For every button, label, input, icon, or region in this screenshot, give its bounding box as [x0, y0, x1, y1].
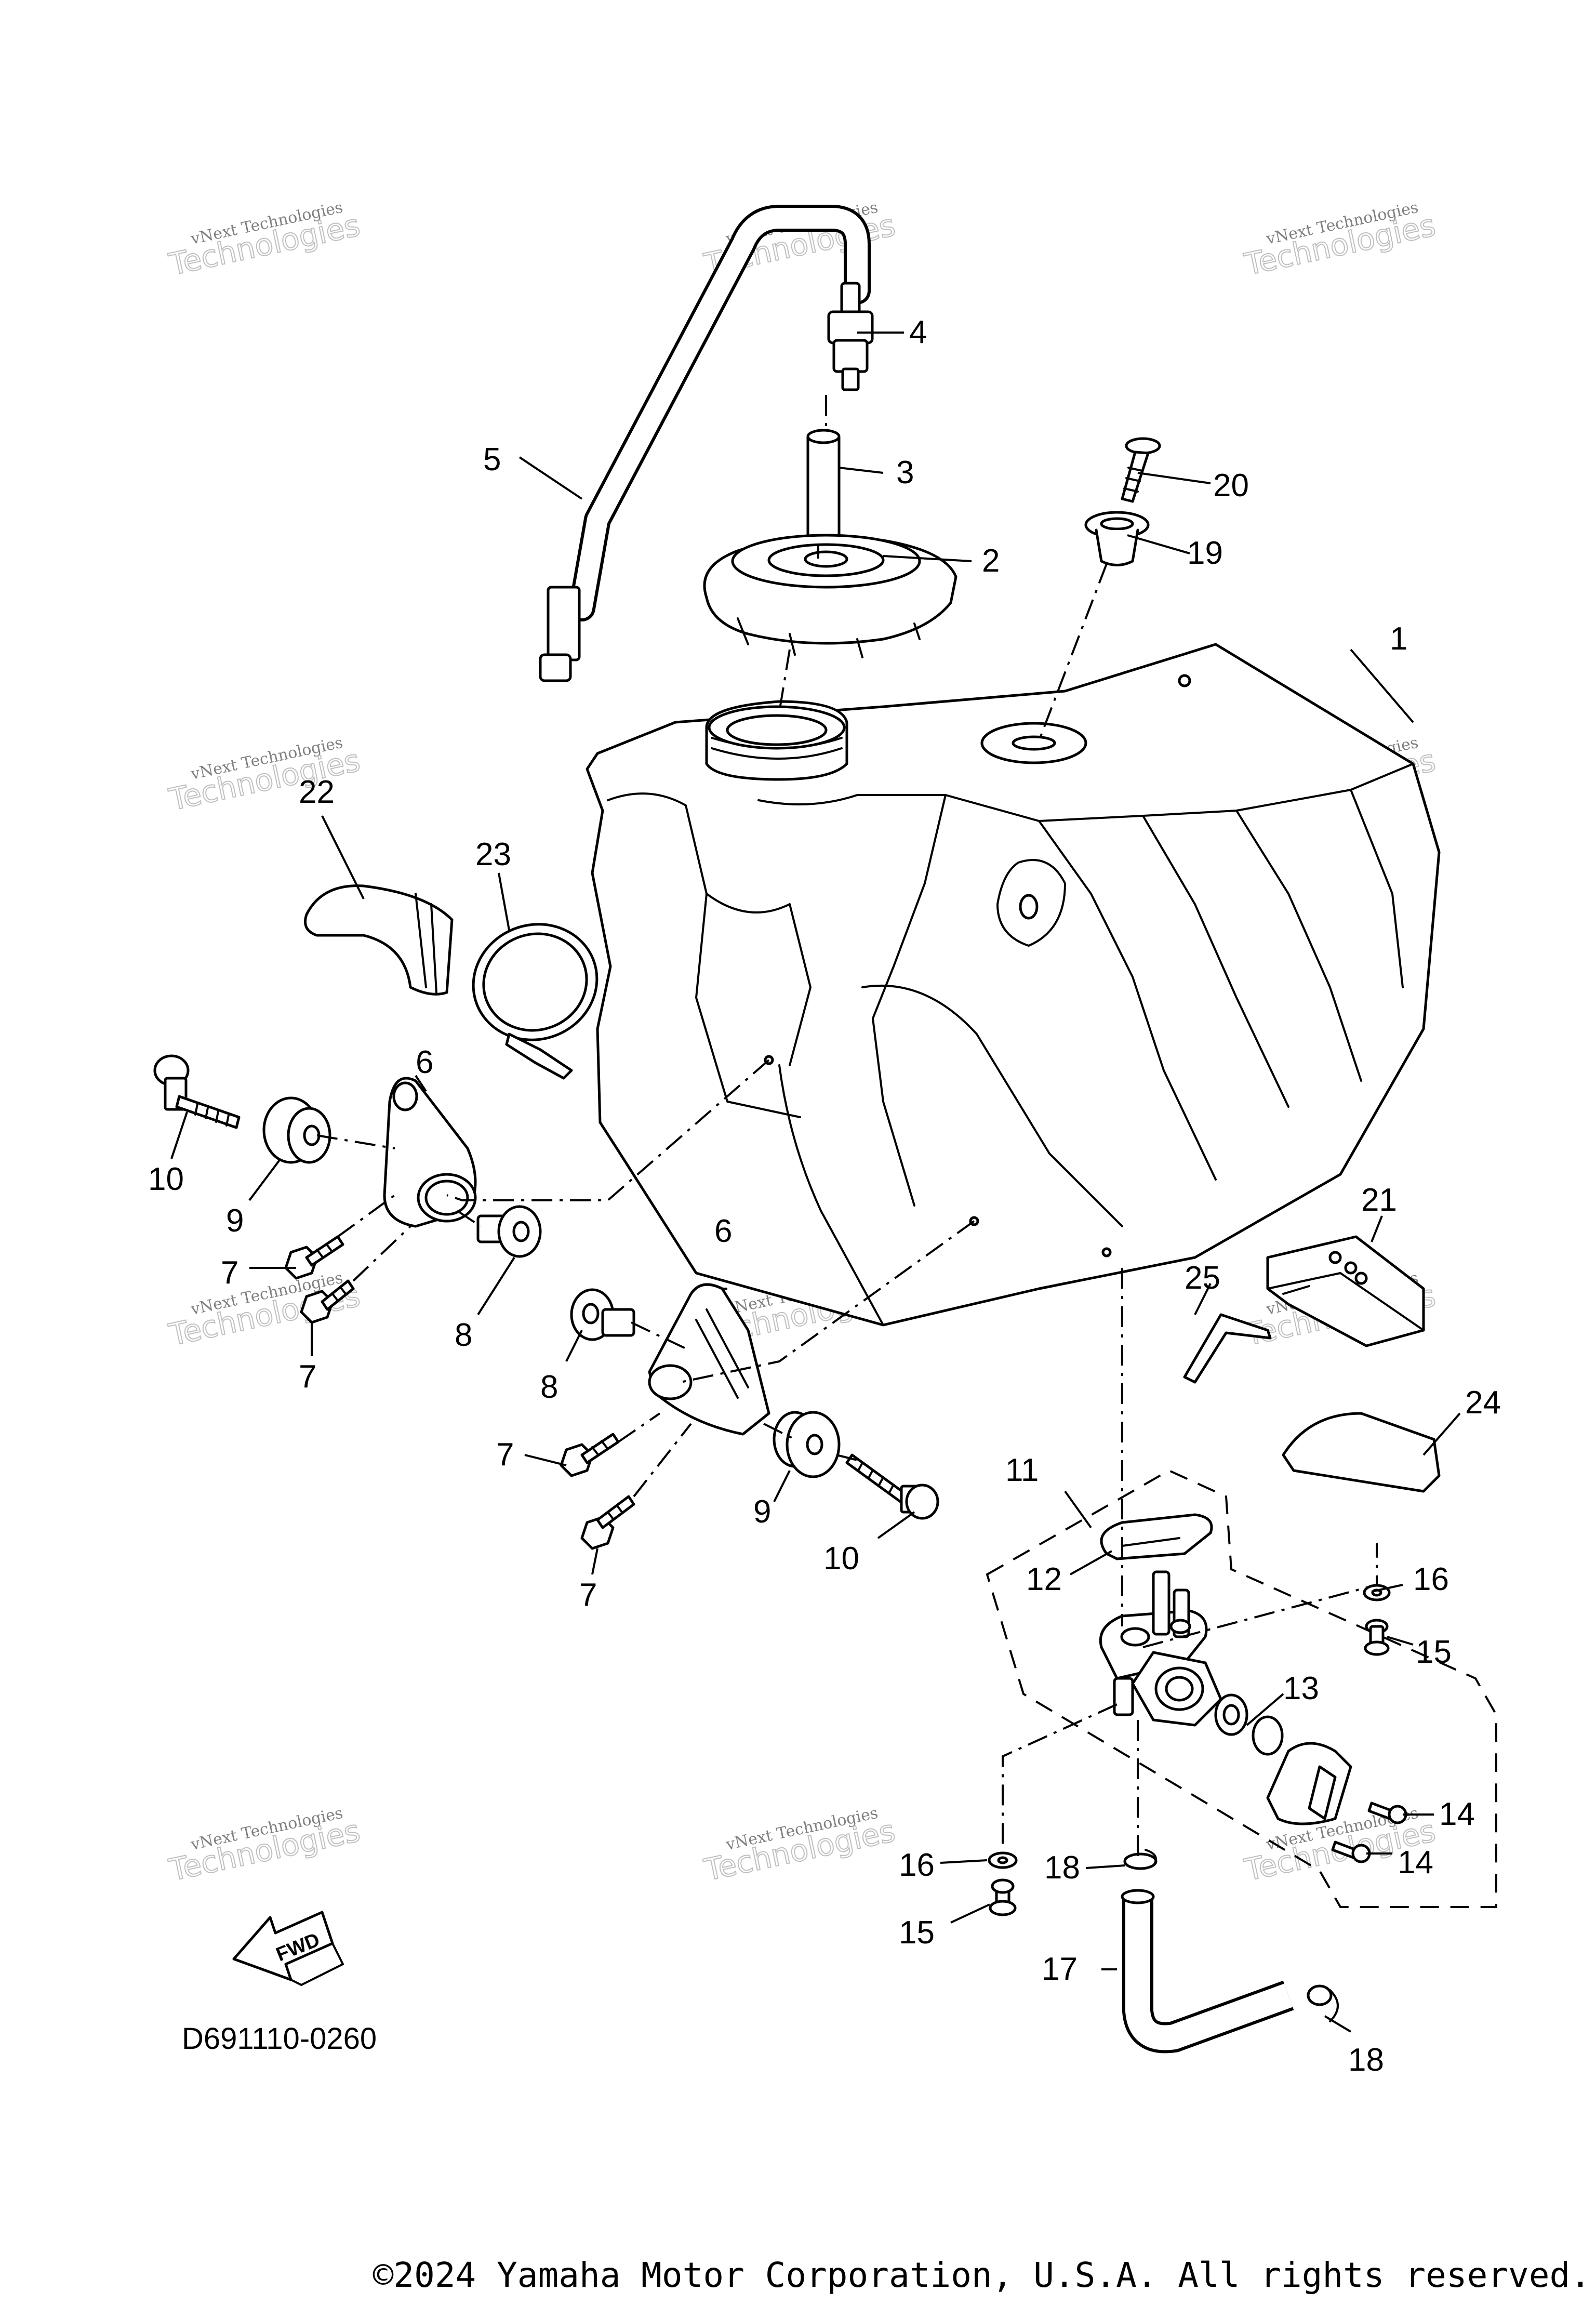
part-screw-14a[interactable]	[1367, 1802, 1407, 1824]
callout-21: 21	[1361, 1182, 1397, 1218]
callout-15-left: 15	[899, 1915, 935, 1951]
part-clip-18-bottom[interactable]	[1307, 1984, 1339, 2022]
part-fuel-hose[interactable]	[1121, 1889, 1294, 2054]
part-screw-15-right[interactable]	[1364, 1619, 1390, 1656]
callout-10-right: 10	[823, 1541, 859, 1577]
callout-12: 12	[1026, 1561, 1062, 1597]
callout-6-right: 6	[714, 1213, 732, 1249]
part-collar-right[interactable]	[570, 1288, 635, 1341]
callout-24: 24	[1465, 1385, 1501, 1421]
watermark: vNext Technologies Technologies	[700, 1804, 899, 1889]
part-breather-hose[interactable]	[539, 205, 871, 682]
part-pad[interactable]	[304, 884, 454, 996]
callout-14a: 14	[1439, 1796, 1475, 1832]
part-hose-joint[interactable]	[827, 282, 874, 391]
watermark: vNext Technologies Technologies	[165, 1804, 364, 1889]
callout-8-left: 8	[455, 1317, 472, 1353]
part-cover-plate[interactable]	[1282, 1412, 1441, 1493]
part-gasket[interactable]	[1100, 1513, 1213, 1560]
part-bolt-7c[interactable]	[560, 1433, 620, 1477]
part-plate[interactable]	[1183, 1313, 1272, 1384]
callout-13: 13	[1283, 1671, 1319, 1706]
callout-17: 17	[1042, 1951, 1078, 1987]
part-washer-16-left[interactable]	[988, 1851, 1018, 1869]
part-short-hose[interactable]	[806, 429, 841, 550]
callout-1: 1	[1390, 621, 1407, 657]
leader-lines	[170, 332, 1461, 2033]
callout-16-right: 16	[1413, 1561, 1449, 1597]
callout-5: 5	[483, 442, 501, 478]
callout-7b: 7	[299, 1359, 316, 1395]
callout-labels: 1 2 3 4 5 6 6 7 7 7 7 8 8 9 9 10 10 11 1…	[148, 314, 1501, 2078]
part-holder[interactable]	[1266, 1235, 1425, 1347]
part-bracket-right[interactable]	[648, 1283, 770, 1436]
callout-4: 4	[909, 314, 927, 350]
part-lever-plate[interactable]	[1266, 1742, 1352, 1825]
part-fuel-cap[interactable]	[703, 534, 957, 658]
callout-10-left: 10	[148, 1161, 184, 1197]
callout-20: 20	[1213, 468, 1249, 504]
part-band[interactable]	[457, 907, 614, 1080]
watermark: vNext Technologies Technologies	[165, 198, 364, 283]
part-bolt-7b[interactable]	[300, 1279, 355, 1324]
part-collar-left[interactable]	[476, 1205, 542, 1258]
callout-22: 22	[299, 774, 335, 810]
drawing-code: D691110-0260	[182, 2022, 377, 2056]
callout-3: 3	[896, 455, 914, 491]
part-bracket-left[interactable]	[383, 1077, 477, 1228]
callout-7d: 7	[579, 1577, 597, 1613]
callout-7a: 7	[221, 1255, 238, 1291]
part-screw-15-left[interactable]	[989, 1878, 1017, 1916]
part-bolt-7d[interactable]	[580, 1495, 635, 1550]
callout-11: 11	[1005, 1452, 1039, 1488]
callout-18-top: 18	[1044, 1850, 1080, 1886]
callout-16-left: 16	[899, 1847, 935, 1883]
watermark: vNext Technologies Technologies	[1241, 198, 1439, 283]
part-screw[interactable]	[1121, 437, 1161, 503]
fwd-arrow-icon: FWD	[232, 1911, 344, 1986]
part-fuel-cock[interactable]	[1099, 1570, 1222, 1727]
fuel-cock-assembly-outline	[986, 1469, 1497, 1908]
callout-8-right: 8	[540, 1369, 558, 1405]
part-fuel-tank[interactable]	[586, 643, 1441, 1327]
copyright-notice: ©2024 Yamaha Motor Corporation, U.S.A. A…	[373, 2255, 1591, 2295]
part-damper-left[interactable]	[262, 1096, 331, 1164]
watermark: vNext Technologies Technologies	[165, 1269, 364, 1354]
callout-2: 2	[982, 543, 1000, 579]
callout-15-right: 15	[1416, 1634, 1452, 1670]
part-o-ring[interactable]	[1214, 1693, 1284, 1756]
callout-9-right: 9	[753, 1494, 771, 1530]
part-clip-18-top[interactable]	[1123, 1849, 1158, 1870]
part-damper-right[interactable]	[773, 1411, 841, 1478]
callout-14b: 14	[1398, 1845, 1433, 1881]
callout-23: 23	[475, 837, 511, 872]
part-bolt-left[interactable]	[153, 1054, 241, 1129]
assembly-lines	[316, 395, 1378, 1860]
callout-25: 25	[1185, 1260, 1220, 1296]
callout-9-left: 9	[226, 1203, 244, 1239]
part-collar[interactable]	[1084, 511, 1150, 566]
callout-7c: 7	[496, 1437, 514, 1473]
callout-6-left: 6	[416, 1044, 433, 1080]
callout-19: 19	[1187, 535, 1223, 571]
callout-18-bottom: 18	[1348, 2042, 1384, 2078]
part-bolt-right[interactable]	[845, 1453, 939, 1520]
